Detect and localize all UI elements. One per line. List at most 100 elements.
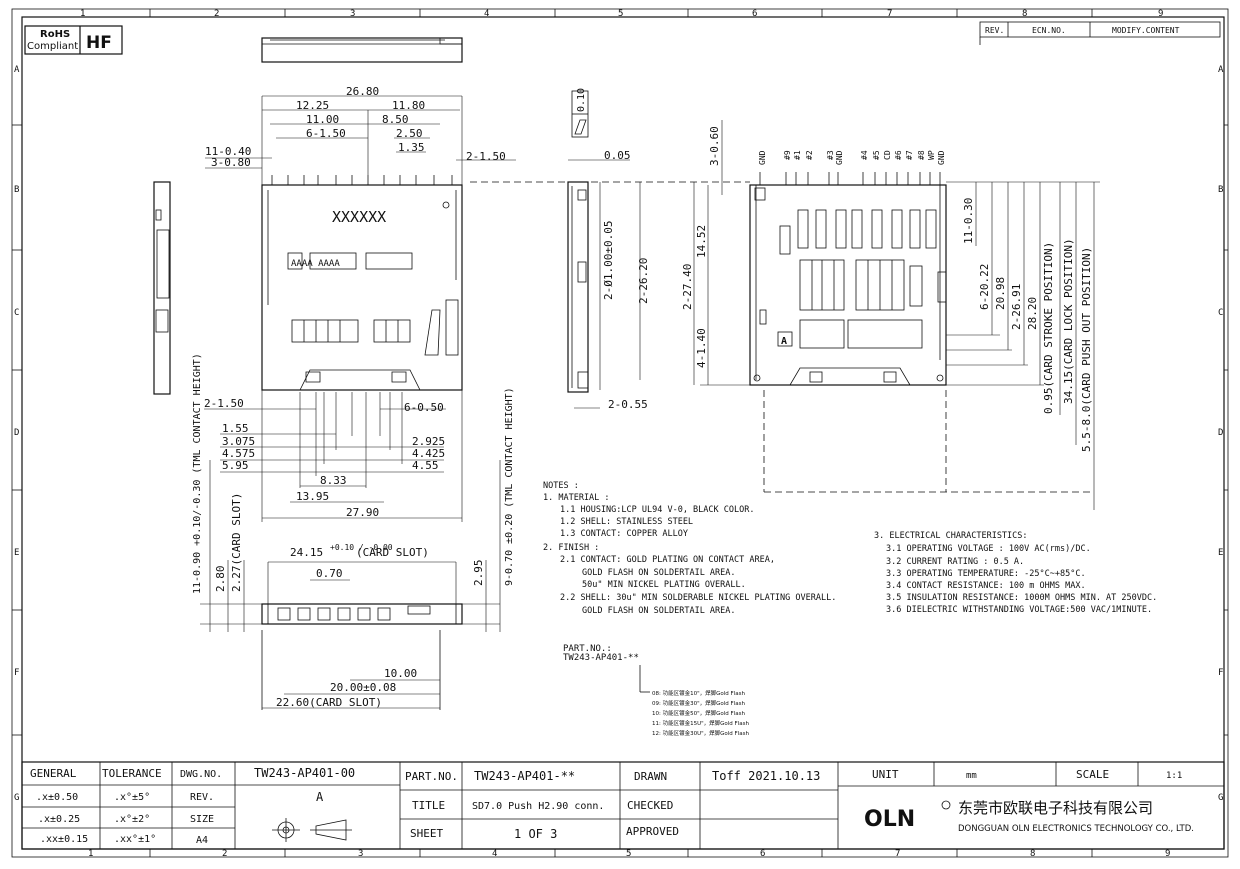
part-option-0: 08: 功能区镀金10"，焊脚Gold Flash <box>652 689 745 697</box>
part-no-value: TW243-AP401-** <box>563 653 639 663</box>
note-line-3: 1.3 CONTACT: COPPER ALLOY <box>560 529 688 539</box>
dim-28-20: 28.20 <box>1026 297 1039 330</box>
dim-4-575: 4.575 <box>222 447 255 460</box>
row-e-right: E <box>1218 548 1223 558</box>
note-line-1: 1.1 HOUSING:LCP UL94 V-0, BLACK COLOR. <box>560 505 754 515</box>
dim-11-00: 11.00 <box>306 113 339 126</box>
top-view-marking: XXXXXX <box>332 208 386 226</box>
dwg-no-label: DWG.NO. <box>180 769 222 780</box>
row-e: E <box>14 548 19 558</box>
col-2: 2 <box>214 9 219 19</box>
dim-card-push-out: 5.5-8.0(CARD PUSH OUT POSITION) <box>1080 247 1093 452</box>
part-number-options: PART.NO.: TW243-AP401-** 08: 功能区镀金10"，焊脚… <box>563 644 749 737</box>
col-8-bottom: 8 <box>1030 849 1035 859</box>
company-logo: OLN <box>864 807 915 832</box>
unit-label: UNIT <box>872 768 899 781</box>
dim-2-95: 2.95 <box>472 560 485 587</box>
elec-line-4: 3.4 CONTACT RESISTANCE: 100 m OHMS MAX. <box>886 581 1086 591</box>
note-line-8: 2.2 SHELL: 30u" MIN SOLDERABLE NICKEL PL… <box>560 593 836 603</box>
pin-label-0: GND <box>758 150 767 165</box>
row-letters: A B C D E F G A B C D E F G <box>14 65 1224 803</box>
modify-header: MODIFY.CONTENT <box>1112 26 1180 35</box>
svg-text:AAAA AAAA: AAAA AAAA <box>291 259 340 269</box>
sheet-cell-label: SHEET <box>410 827 443 840</box>
dim-6-0-50: 6-0.50 <box>404 401 444 414</box>
col-1: 1 <box>80 9 85 19</box>
size-label: SIZE <box>190 814 214 825</box>
row-g-right: G <box>1218 793 1223 803</box>
title-cell-value: SD7.0 Push H2.90 conn. <box>472 801 604 812</box>
hf-label: HF <box>86 33 112 53</box>
dim-11-80: 11.80 <box>392 99 425 112</box>
col-7: 7 <box>887 9 892 19</box>
right-view: A GND #9 #1 #2 #3 GND #4 #5 CD #6 #7 #8 … <box>681 120 1100 510</box>
col-5: 5 <box>618 9 623 19</box>
row-c: C <box>14 308 19 318</box>
dim-20-98: 20.98 <box>994 277 1007 310</box>
dim-11-0-40: 11-0.40 <box>205 145 251 158</box>
row-a: A <box>14 65 20 75</box>
part-no-cell-value: TW243-AP401-** <box>474 769 575 783</box>
pin-label-9: #6 <box>894 150 903 160</box>
outer-frame <box>11 8 1229 858</box>
col-1-bottom: 1 <box>88 849 93 859</box>
dim-2-27-40: 2-27.40 <box>681 264 694 310</box>
dim-10-00: 10.00 <box>384 667 417 680</box>
dim-0-70: 0.70 <box>316 567 343 580</box>
elec-line-3: 3.3 OPERATING TEMPERATURE: -25°C~+85°C. <box>886 569 1086 579</box>
compliant-label: Compliant <box>27 41 78 52</box>
part-no-cell-label: PART.NO. <box>405 770 458 783</box>
dim-3-0-60: 3-0.60 <box>708 126 721 166</box>
dim-2-26-91: 2-26.91 <box>1010 284 1023 330</box>
col-5-bottom: 5 <box>626 849 631 859</box>
row-f: F <box>14 668 19 678</box>
dim-8-50: 8.50 <box>382 113 409 126</box>
dim-card-lock: 34.15(CARD LOCK POSITION) <box>1062 238 1075 404</box>
dim-3-0-80: 3-0.80 <box>211 156 251 169</box>
dim-4-1-40: 4-1.40 <box>695 328 708 368</box>
part-option-4: 12: 功能区镀金30U"，焊脚Gold Flash <box>652 729 749 737</box>
pin-label-6: #4 <box>860 150 869 160</box>
col-9-bottom: 9 <box>1165 849 1170 859</box>
rohs-label: RoHS <box>40 29 70 40</box>
title-cell-label: TITLE <box>412 799 445 812</box>
notes: NOTES : 1. MATERIAL : 1.1 HOUSING:LCP UL… <box>543 481 1157 616</box>
front-view: 24.15 +0.10 / -0.00 (CARD SLOT) 0.70 2.8… <box>192 353 515 710</box>
col-6: 6 <box>752 9 757 19</box>
col-4: 4 <box>484 9 489 19</box>
size-value: A4 <box>196 835 208 846</box>
dim-4-55: 4.55 <box>412 459 439 472</box>
row-f-right: F <box>1218 668 1223 678</box>
tol-row-0-left: .x±0.50 <box>36 792 78 803</box>
dim-2-50: 2.50 <box>396 127 423 140</box>
company-name-cn: 东莞市欧联电子科技有限公司 <box>958 799 1153 817</box>
dim-2-1-50-top: 2-1.50 <box>466 150 506 163</box>
scale-label: SCALE <box>1076 768 1109 781</box>
pin-label-13: GND <box>937 150 946 165</box>
elec-line-0: 3. ELECTRICAL CHARACTERISTICS: <box>874 531 1028 541</box>
part-option-3: 11: 功能区镀金15U"，焊脚Gold Flash <box>652 719 749 727</box>
pin-label-1: #9 <box>783 150 792 160</box>
card-slot-24-15: 24.15 <box>290 546 323 559</box>
col-3: 3 <box>350 9 355 19</box>
dim-2-925: 2.925 <box>412 435 445 448</box>
dim-12-25: 12.25 <box>296 99 329 112</box>
part-option-2: 10: 功能区镀金50"，焊脚Gold Flash <box>652 709 745 717</box>
dim-5-95: 5.95 <box>222 459 249 472</box>
rev-header: REV. <box>985 26 1004 35</box>
tol-row-2-left: .xx±0.15 <box>40 834 88 845</box>
dim-0-05: 0.05 <box>604 149 631 162</box>
elec-line-5: 3.5 INSULATION RESISTANCE: 1000M OHMS MI… <box>886 593 1157 603</box>
company-name-en: DONGGUAN OLN ELECTRONICS TECHNOLOGY CO.,… <box>958 824 1194 834</box>
card-slot-label: (CARD SLOT) <box>356 546 429 559</box>
dim-11-0-30: 11-0.30 <box>962 198 975 244</box>
top-view-body <box>261 184 463 391</box>
side-view: 0.05 0.10 2-Ø1.00±0.05 2-26.20 2-0.55 <box>470 88 750 411</box>
pin-label-2: #1 <box>793 150 802 160</box>
tolerance-label: TOLERANCE <box>102 767 162 780</box>
elec-line-1: 3.1 OPERATING VOLTAGE : 100V AC(rms)/DC. <box>886 544 1091 554</box>
flatness-0-10: 0.10 <box>576 88 587 112</box>
pin-label-5: GND <box>835 150 844 165</box>
dim-2-26-20: 2-26.20 <box>637 258 650 304</box>
